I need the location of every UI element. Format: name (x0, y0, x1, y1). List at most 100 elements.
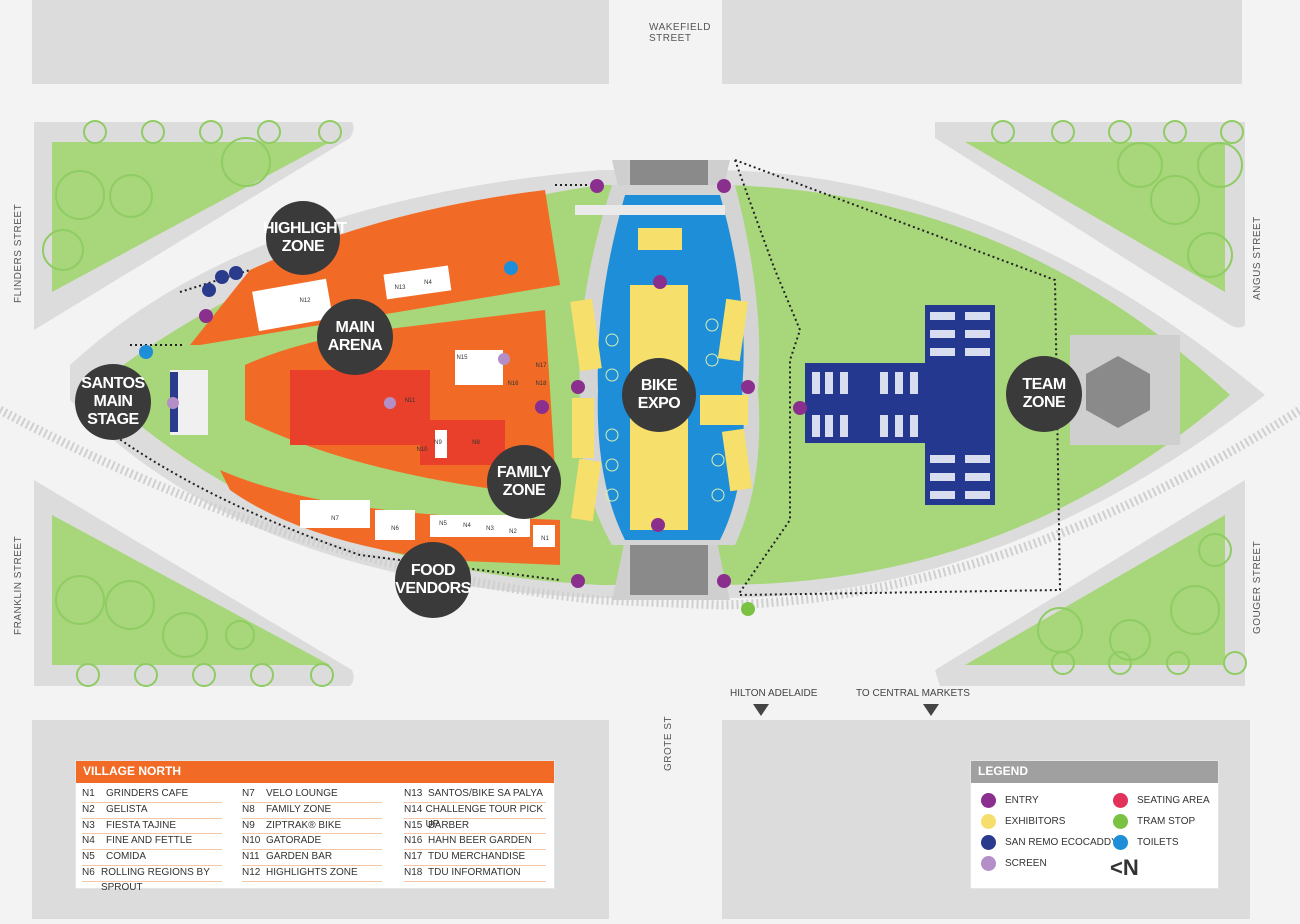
legend-item: SEATING AREA (1113, 793, 1210, 808)
directory-code: N17 (404, 851, 423, 863)
tram-icon (1113, 814, 1128, 829)
directory-code: N15 (404, 819, 423, 831)
directory-code: N18 (404, 866, 423, 878)
directory-code: N3 (82, 819, 95, 831)
legend-item: TRAM STOP (1113, 814, 1195, 829)
legend-item: TOILETS (1113, 835, 1179, 850)
entry-icon (981, 793, 996, 808)
directory-row: N9 ZIPTRAK® BIKE (242, 819, 382, 835)
legend-label: TRAM STOP (1137, 816, 1196, 827)
label-n18: N18 (535, 381, 547, 387)
directory-code: N10 (242, 835, 261, 847)
gouger-street-label: GOUGER STREET (1252, 540, 1263, 634)
directory-row: N7 VELO LOUNGE (242, 787, 382, 803)
team-zone-building (805, 305, 995, 505)
toilet-icon (1113, 835, 1128, 850)
directory-code: N16 (404, 835, 423, 847)
label-n8: N8 (472, 440, 480, 446)
directory-row: N17 TDU MERCHANDISE (404, 850, 546, 866)
directory-name: GELISTA (106, 803, 148, 815)
directory-row: N3 FIESTA TAJINE (82, 819, 222, 835)
directory-name: CHALLENGE TOUR PICK UP (425, 803, 543, 830)
legend-label: EXHIBITORS (1005, 816, 1066, 827)
toilet-markers (139, 261, 518, 359)
label-n5: N5 (439, 521, 447, 527)
legend-label: TOILETS (1137, 837, 1179, 848)
directory-code: N2 (82, 803, 95, 815)
directory-row: N18 TDU INFORMATION (404, 866, 546, 882)
label-n2: N2 (509, 529, 517, 535)
legend-panel: LEGEND ENTRY EXHIBITORS SAN REMO ECOCADDY S… (970, 760, 1219, 889)
directory-name: BARBER (428, 819, 470, 831)
directory-name: SANTOS/BIKE SA PALYA (428, 788, 543, 799)
legend-title: LEGEND (971, 761, 1218, 783)
label-n6: N6 (391, 526, 399, 532)
directory-name: GRINDERS CAFE (106, 788, 189, 799)
markets-arrow-icon (923, 704, 939, 716)
screen-icon (981, 856, 996, 871)
directory-row: N4 FINE AND FETTLE (82, 834, 222, 851)
legend-item: ENTRY (981, 793, 1039, 808)
tram-track (0, 406, 1300, 610)
exhibitor-icon (981, 814, 996, 829)
north-indicator: <N (1110, 855, 1139, 880)
directory-code: N13 (404, 788, 423, 799)
directory-row: N16 HAHN BEER GARDEN (404, 834, 546, 851)
directory-row: N15 BARBER (404, 819, 546, 835)
corner-parks (34, 122, 1245, 686)
directory-code: N7 (242, 788, 255, 799)
legend-item: EXHIBITORS (981, 814, 1065, 829)
legend-label: ENTRY (1005, 795, 1039, 806)
label-n13: N13 (394, 285, 406, 291)
hilton-arrow-icon (753, 704, 769, 716)
trees (42, 120, 1247, 687)
directory-code: N11 (242, 851, 260, 863)
directory-name: GATORADE (266, 835, 322, 847)
village-boundary (99, 159, 1062, 596)
directory-name: FINE AND FETTLE (106, 835, 193, 847)
label-n1: N1 (541, 536, 549, 542)
directory-name: ZIPTRAK® BIKE (266, 819, 342, 831)
directory-name: VELO LOUNGE (266, 788, 338, 799)
label-n17: N17 (535, 363, 547, 369)
label-n9: N9 (434, 440, 442, 446)
label-n3: N3 (486, 526, 494, 532)
directory-row: N2 GELISTA (82, 803, 222, 819)
wakefield-street-label: WAKEFIELD STREET (649, 22, 711, 44)
tram-stop-marker (741, 602, 755, 616)
vendor-labels: N12 N13 N4 N15 N16 N17 N18 N11 N9 N8 N10… (299, 280, 549, 542)
directory-name: TDU INFORMATION (428, 866, 521, 878)
directory-name: GARDEN BAR (266, 851, 333, 863)
directory-name: HIGHLIGHTS ZONE (266, 866, 358, 878)
directory-code: N9 (242, 819, 255, 831)
directory-name: COMIDA (106, 851, 146, 863)
entry-markers (199, 179, 807, 588)
directory-name: FIESTA TAJINE (106, 819, 177, 831)
label-n4: N4 (463, 523, 471, 529)
label-n11: N11 (405, 398, 416, 404)
directory-name: HAHN BEER GARDEN (428, 835, 532, 847)
directory-title: VILLAGE NORTH (76, 761, 554, 783)
directory-name: TDU MERCHANDISE (428, 851, 526, 863)
directory-code: N6 (82, 866, 95, 878)
directory-code: N4 (82, 835, 95, 847)
label-n15: N15 (456, 355, 468, 361)
legend-label: SAN REMO ECOCADDY (1005, 837, 1118, 848)
directory-code: N14 (404, 803, 423, 815)
